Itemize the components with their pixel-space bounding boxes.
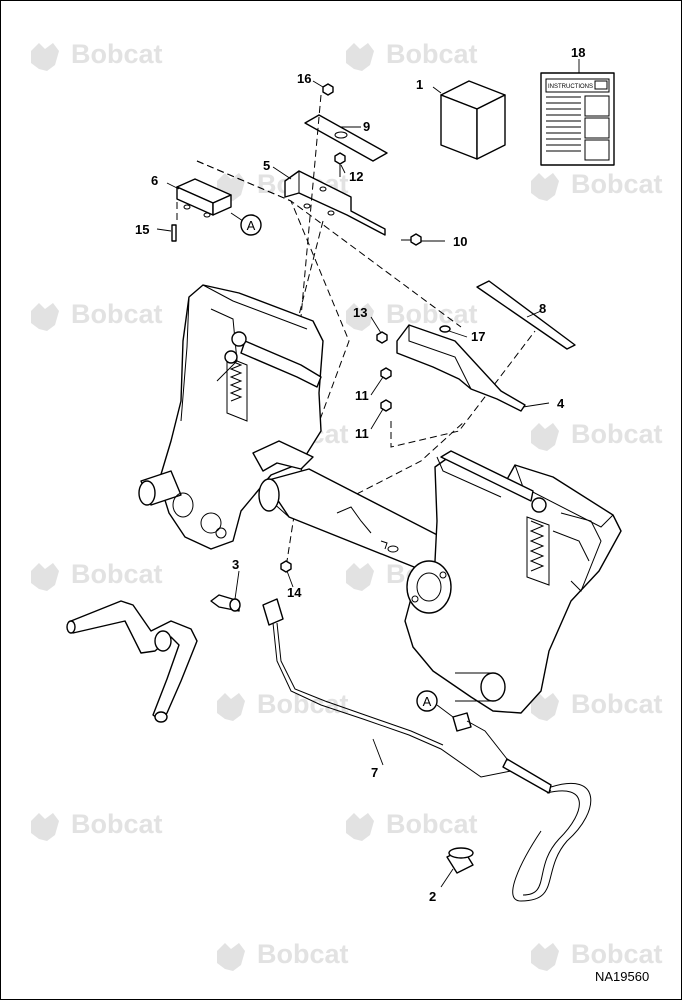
watermark-text: Bobcat xyxy=(257,939,349,969)
watermark-text: Bobcat xyxy=(386,809,478,839)
connector-marker-a-top: A xyxy=(230,212,262,236)
watermark: Bobcat xyxy=(531,169,663,201)
callout-4: 4 xyxy=(557,396,565,411)
bobcat-logo-icon xyxy=(31,303,59,331)
part-14-nut xyxy=(280,560,292,573)
watermark-text: Bobcat xyxy=(571,419,663,449)
bobcat-logo-icon xyxy=(346,43,374,71)
assembly-guide-lines xyxy=(176,94,536,562)
bobcat-logo-icon xyxy=(531,423,559,451)
bobcat-logo-icon xyxy=(346,303,374,331)
watermark: Bobcat xyxy=(531,419,663,451)
bobcat-logo-icon xyxy=(31,813,59,841)
part-8-plate xyxy=(476,280,576,350)
leader-lines xyxy=(156,59,580,888)
bobcat-logo-icon xyxy=(31,563,59,591)
part-7-wire-harness xyxy=(262,598,592,902)
figure-code: NA19560 xyxy=(595,969,649,984)
watermark-text: Bobcat xyxy=(71,39,163,69)
hose-assembly xyxy=(66,600,198,723)
bobcat-logo-icon xyxy=(217,693,245,721)
callout-5: 5 xyxy=(263,158,270,173)
part-11-nut-a xyxy=(380,367,392,380)
callouts: 1 2 3 4 5 6 7 8 9 10 11 11 12 13 14 15 1… xyxy=(135,45,585,904)
watermark-text: Bobcat xyxy=(386,299,478,329)
part-11-nut-b xyxy=(380,399,392,412)
manual-title: INSTRUCTIONS xyxy=(548,84,593,90)
part-2-cap xyxy=(446,847,474,874)
watermark: Bobcat xyxy=(217,939,349,971)
callout-9: 9 xyxy=(363,119,370,134)
part-10-screw xyxy=(401,233,422,246)
callout-14: 14 xyxy=(287,585,302,600)
bobcat-logo-icon xyxy=(531,693,559,721)
watermark: Bobcat xyxy=(346,299,478,331)
callout-13: 13 xyxy=(353,305,367,320)
part-4-bracket xyxy=(396,324,526,412)
part-1-box xyxy=(440,80,506,160)
connector-marker-a-bottom: A xyxy=(416,690,454,718)
bobcat-logo-icon xyxy=(346,563,374,591)
part-15-screw xyxy=(171,224,177,242)
watermark-text: Bobcat xyxy=(386,39,478,69)
watermark: Bobcat xyxy=(531,689,663,721)
bobcat-logo-icon xyxy=(31,43,59,71)
callout-18: 18 xyxy=(571,45,585,60)
part-12-bolt xyxy=(334,152,346,177)
callout-16: 16 xyxy=(297,71,311,86)
connector-letter: A xyxy=(247,218,256,233)
part-13-nut xyxy=(376,331,388,344)
bobcat-logo-icon xyxy=(531,173,559,201)
callout-15: 15 xyxy=(135,222,149,237)
watermark-text: Bobcat xyxy=(71,299,163,329)
watermark: Bobcat xyxy=(31,809,163,841)
watermark: Bobcat xyxy=(346,39,478,71)
watermark: Bobcat xyxy=(31,299,163,331)
watermark: Bobcat xyxy=(217,689,349,721)
watermark-text: Bobcat xyxy=(71,809,163,839)
watermark: Bobcat xyxy=(31,559,163,591)
watermark-text: Bobcat xyxy=(571,689,663,719)
part-17-nut xyxy=(439,325,451,333)
watermark: Bobcat xyxy=(31,39,163,71)
loader-frame-assembly xyxy=(138,284,622,714)
watermark: Bobcat xyxy=(531,939,663,971)
part-5-bracket xyxy=(284,170,386,236)
watermark: Bobcat xyxy=(346,809,478,841)
watermark-text: Bobcat xyxy=(71,559,163,589)
callout-1: 1 xyxy=(416,77,423,92)
callout-12: 12 xyxy=(349,169,363,184)
bobcat-logo-icon xyxy=(346,813,374,841)
part-9-plate xyxy=(304,114,388,162)
bobcat-logo-icon xyxy=(217,943,245,971)
connector-letter: A xyxy=(423,694,432,709)
callout-17: 17 xyxy=(471,329,485,344)
callout-11a: 11 xyxy=(355,388,369,403)
callout-7: 7 xyxy=(371,765,378,780)
bobcat-logo-icon xyxy=(531,943,559,971)
part-16-nut xyxy=(322,83,334,96)
part-18-instruction-manual: INSTRUCTIONS xyxy=(540,72,615,166)
callout-8: 8 xyxy=(539,301,546,316)
callout-2: 2 xyxy=(429,889,436,904)
watermark-text: Bobcat xyxy=(571,939,663,969)
watermark-text: Bobcat xyxy=(571,169,663,199)
callout-11b: 11 xyxy=(355,426,369,441)
callout-6: 6 xyxy=(151,173,158,188)
callout-10: 10 xyxy=(453,234,467,249)
callout-3: 3 xyxy=(232,557,239,572)
